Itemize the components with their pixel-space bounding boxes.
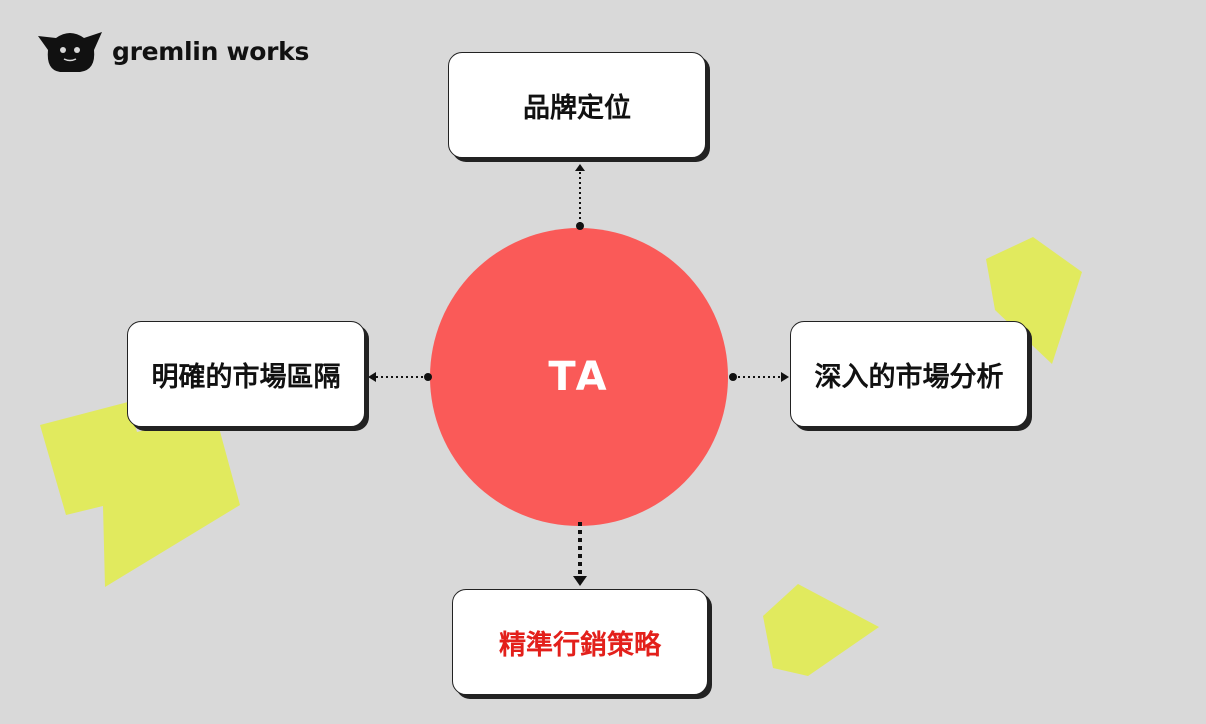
connector-bottom-arrowhead [573,576,587,586]
node-market-analysis: 深入的市場分析 [790,321,1028,427]
decor-shape-top-right [986,237,1082,364]
center-circle [430,228,728,526]
node-brand-positioning: 品牌定位 [448,52,706,158]
connector-left-dot [424,373,432,381]
connector-top-arrowhead [575,164,585,171]
node-marketing-strategy: 精準行銷策略 [452,589,708,695]
center-label-text: TA [548,354,610,400]
connector-top-dot [576,222,584,230]
node-brand-positioning-label: 品牌定位 [523,92,631,124]
connector-left-arrowhead [368,372,376,382]
center-label: TA [430,228,728,526]
connector-right-dot [729,373,737,381]
node-marketing-strategy-label: 精準行銷策略 [499,629,661,661]
decor-shape-bottom-right [763,584,879,676]
gremlin-icon [38,32,102,72]
node-market-segmentation-label: 明確的市場區隔 [151,361,341,393]
node-market-segmentation: 明確的市場區隔 [127,321,365,427]
brand-logo: gremlin works [36,28,309,74]
node-market-analysis-label: 深入的市場分析 [814,361,1004,393]
brand-name: gremlin works [112,36,310,66]
decor-shape-left [40,402,240,587]
connector-right-arrowhead [781,372,789,382]
